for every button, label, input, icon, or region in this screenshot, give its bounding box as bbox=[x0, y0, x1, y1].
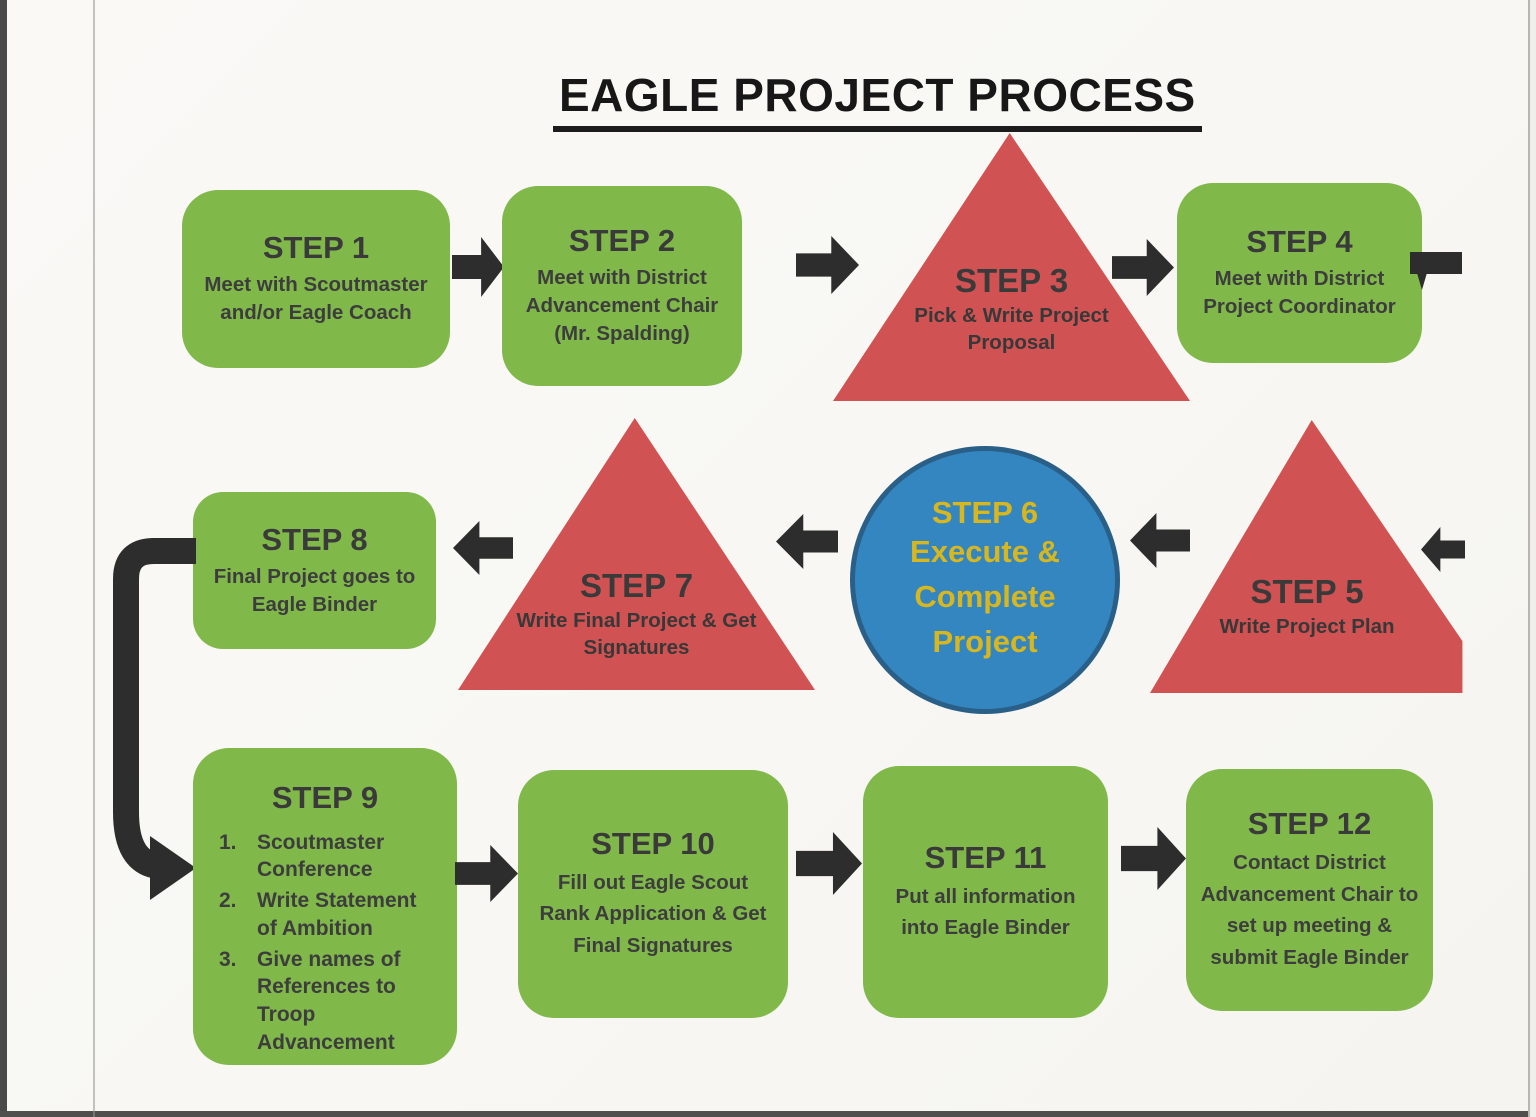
step-10-title: STEP 10 bbox=[591, 826, 715, 862]
step-9-item-2-number: 2. bbox=[219, 889, 237, 913]
page-title: EAGLE PROJECT PROCESS bbox=[553, 68, 1202, 132]
step-8-title: STEP 8 bbox=[261, 521, 368, 557]
step-9-item-2-text: Write Statement of Ambition bbox=[257, 889, 417, 940]
step-1-title: STEP 1 bbox=[262, 230, 370, 266]
step-2-box: STEP 2 Meet with District Advancement Ch… bbox=[502, 186, 742, 386]
step-7-body: Write Final Project & Get Signatures bbox=[516, 608, 757, 660]
paper-crease-line bbox=[93, 0, 95, 1117]
step-4-title: STEP 4 bbox=[1246, 224, 1353, 260]
step-11-body: Put all information into Eagle Binder bbox=[895, 884, 1076, 940]
step-1-body: Meet with Scoutmaster and/or Eagle Coach bbox=[204, 273, 428, 325]
arrow-step1-to-step2-icon bbox=[452, 237, 504, 297]
step-11-title: STEP 11 bbox=[924, 839, 1047, 875]
step-8-body: Final Project goes to Eagle Binder bbox=[213, 564, 416, 616]
step-9-box: STEP 9 1. Scoutmaster Conference 2. Writ… bbox=[193, 748, 457, 1065]
arrow-step2-to-step3-icon bbox=[796, 236, 859, 294]
step-11-box: STEP 11 Put all information into Eagle B… bbox=[863, 766, 1108, 1018]
arrow-step5-to-step6-icon bbox=[1130, 513, 1190, 568]
arrow-offpage-to-step5-icon bbox=[1421, 527, 1465, 572]
step-9-item-1-number: 1. bbox=[219, 830, 237, 854]
step-3-body: Pick & Write Project Proposal bbox=[914, 303, 1109, 355]
step-12-box: STEP 12 Contact District Advancement Cha… bbox=[1186, 769, 1433, 1011]
step-9-title: STEP 9 bbox=[271, 780, 379, 815]
scan-edge-right-line bbox=[1528, 0, 1530, 1117]
arrow-step3-to-step4-icon bbox=[1112, 239, 1174, 296]
arrow-step10-to-step11-icon bbox=[796, 832, 862, 895]
scan-edge-right-pad bbox=[1530, 0, 1536, 1117]
step-1-box: STEP 1 Meet with Scoutmaster and/or Eagl… bbox=[182, 190, 450, 368]
step-10-body: Fill out Eagle Scout Rank Application & … bbox=[539, 870, 767, 958]
step-5-triangle: STEP 5 Write Project Plan bbox=[1150, 420, 1463, 693]
arrow-step9-to-step10-icon bbox=[455, 845, 518, 902]
scan-edge-bottom bbox=[0, 1111, 1536, 1117]
step-7-title: STEP 7 bbox=[579, 566, 694, 604]
step-12-title: STEP 12 bbox=[1247, 806, 1372, 842]
step-5-title: STEP 5 bbox=[1250, 573, 1364, 611]
step-9-item-3-number: 3. bbox=[219, 947, 237, 971]
step-2-title: STEP 2 bbox=[568, 223, 676, 259]
scan-edge-left bbox=[0, 0, 7, 1117]
step-6-circle: STEP 6 Execute & Complete Project bbox=[850, 446, 1120, 714]
step-6-title: STEP 6 bbox=[931, 494, 1039, 530]
step-8-box: STEP 8 Final Project goes to Eagle Binde… bbox=[193, 492, 436, 649]
step-2-body: Meet with District Advancement Chair (Mr… bbox=[525, 265, 719, 346]
step-9-item-3-text: Give names of References to Troop Advanc… bbox=[257, 947, 401, 1054]
step-10-box: STEP 10 Fill out Eagle Scout Rank Applic… bbox=[518, 770, 788, 1018]
step-9-list: 1. Scoutmaster Conference 2. Write State… bbox=[219, 829, 431, 1057]
step-4-body: Meet with District Project Coordinator bbox=[1203, 267, 1396, 319]
step-6-body: Execute & Complete Project bbox=[910, 534, 1060, 660]
arrow-step7-to-step8-icon bbox=[453, 521, 513, 575]
arrow-step6-to-step7-icon bbox=[776, 514, 838, 569]
step-5-body: Write Project Plan bbox=[1219, 615, 1395, 639]
step-12-body: Contact District Advancement Chair to se… bbox=[1200, 850, 1419, 970]
step-3-title: STEP 3 bbox=[954, 261, 1069, 299]
step-4-box: STEP 4 Meet with District Project Coordi… bbox=[1177, 183, 1422, 363]
step-9-item-1-text: Scoutmaster Conference bbox=[257, 830, 385, 882]
arrow-step11-to-step12-icon bbox=[1121, 827, 1186, 890]
